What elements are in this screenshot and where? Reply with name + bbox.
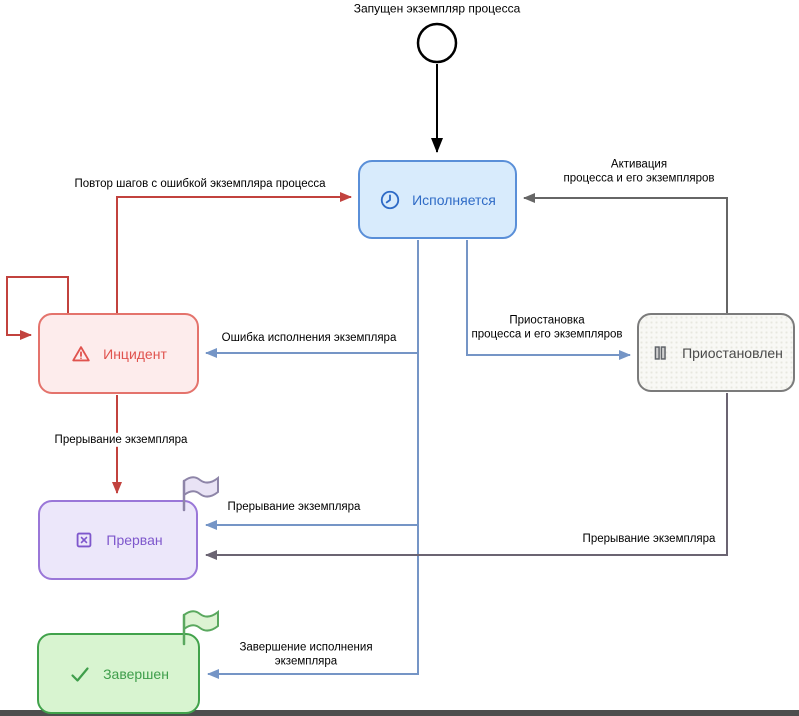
state-node-label: Инцидент	[103, 345, 167, 362]
clock-icon	[379, 189, 401, 211]
edge-label-interrupt-from-suspended: Прерывание экземпляра	[579, 531, 719, 547]
edge-incident-self-loop	[6, 276, 69, 340]
edge-label-interrupt-from-incident: Прерывание экземпляра	[51, 432, 191, 448]
edge-suspension	[466, 240, 631, 360]
state-node-suspended: Приостановлен	[637, 313, 795, 392]
flag-icon	[179, 472, 223, 517]
state-node-label: Исполняется	[412, 191, 496, 208]
edge-interrupt-from-suspended	[205, 393, 728, 560]
cancelled-icon	[73, 529, 95, 551]
edge-label-activation: Активация процесса и его экземпляров	[560, 157, 718, 187]
check-icon	[68, 662, 92, 686]
edge-label-completion: Завершение исполнения экземпляра	[236, 640, 376, 670]
edge-label-suspension: Приостановка процесса и его экземпляров	[468, 313, 626, 343]
pause-icon	[649, 342, 671, 364]
bottom-edge-bar	[0, 710, 799, 716]
state-node-label: Приостановлен	[682, 344, 783, 361]
state-node-label: Прерван	[106, 532, 163, 548]
state-node-label: Завершен	[103, 665, 169, 682]
state-node-completed: Завершен	[37, 633, 200, 714]
start-circle	[416, 22, 458, 64]
warning-icon	[70, 343, 92, 365]
state-node-executing: Исполняется	[358, 160, 517, 239]
edge-label-interrupt-from-executing: Прерывание экземпляра	[224, 499, 364, 515]
state-node-incident: Инцидент	[38, 313, 199, 394]
flag-icon	[179, 606, 223, 651]
edge-activation	[523, 193, 728, 313]
state-node-interrupted: Прерван	[38, 500, 198, 580]
edge-label-execution-error: Ошибка исполнения экземпляра	[218, 330, 400, 346]
edge-label-retry: Повтор шагов с ошибкой экземпляра процес…	[71, 176, 329, 192]
edge-completion	[207, 240, 419, 679]
edge-retry	[116, 192, 352, 313]
start-event-label: Запущен экземпляр процесса	[350, 1, 524, 17]
